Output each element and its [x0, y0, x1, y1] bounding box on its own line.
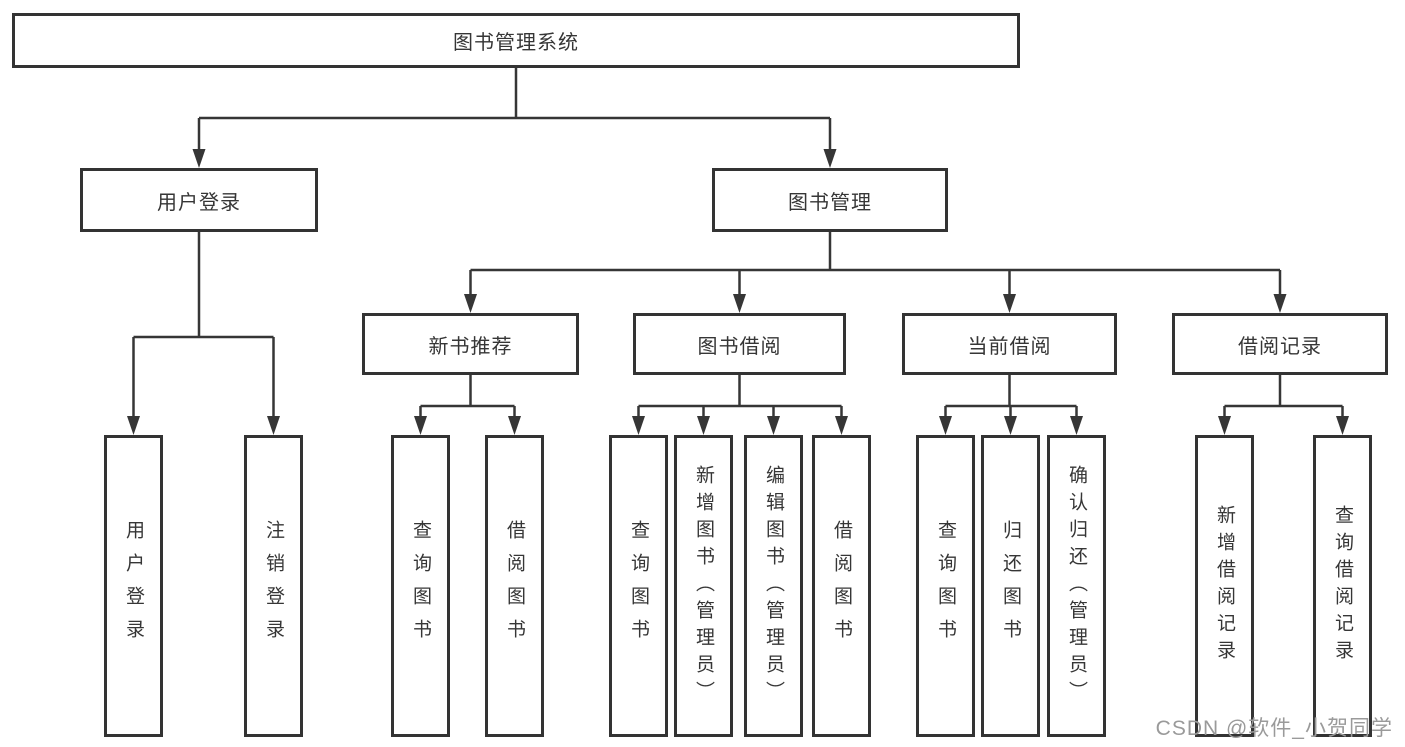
node-new-book-recommend: 新书推荐: [362, 313, 579, 375]
leaf-current-query-books: 查询图书: [916, 435, 975, 737]
edge-user-login-children: [127, 232, 280, 435]
node-root-system: 图书管理系统: [12, 13, 1020, 68]
edge-book-mgmt-children: [464, 232, 1287, 313]
leaf-logout: 注销登录: [244, 435, 303, 737]
leaf-borrow-query-books: 查询图书: [609, 435, 668, 737]
leaf-borrow-add-books-admin: 新增图书（管理员）: [674, 435, 733, 737]
leaf-borrow-borrow-books: 借阅图书: [812, 435, 871, 737]
leaf-user-login: 用户登录: [104, 435, 163, 737]
edge-new-book-rec-children: [414, 375, 521, 435]
leaf-recommend-borrow-books: 借阅图书: [485, 435, 544, 737]
watermark: CSDN @软件_小贺同学: [1155, 717, 1393, 740]
edge-current-borrow-children: [939, 375, 1083, 435]
node-book-borrow: 图书借阅: [633, 313, 846, 375]
node-borrow-records: 借阅记录: [1172, 313, 1388, 375]
leaf-records-query-borrow-record: 查询借阅记录: [1313, 435, 1372, 737]
edge-root-children: [192, 68, 837, 168]
node-user-login: 用户登录: [80, 168, 318, 232]
leaf-current-return-books: 归还图书: [981, 435, 1040, 737]
leaf-current-confirm-return-admin: 确认归还（管理员）: [1047, 435, 1106, 737]
node-book-management: 图书管理: [712, 168, 948, 232]
edge-book-borrow-children: [632, 375, 848, 435]
leaf-recommend-query-books: 查询图书: [391, 435, 450, 737]
leaf-records-add-borrow-record: 新增借阅记录: [1195, 435, 1254, 737]
node-current-borrow: 当前借阅: [902, 313, 1117, 375]
edge-borrow-records-children: [1218, 375, 1349, 435]
leaf-borrow-edit-books-admin: 编辑图书（管理员）: [744, 435, 803, 737]
